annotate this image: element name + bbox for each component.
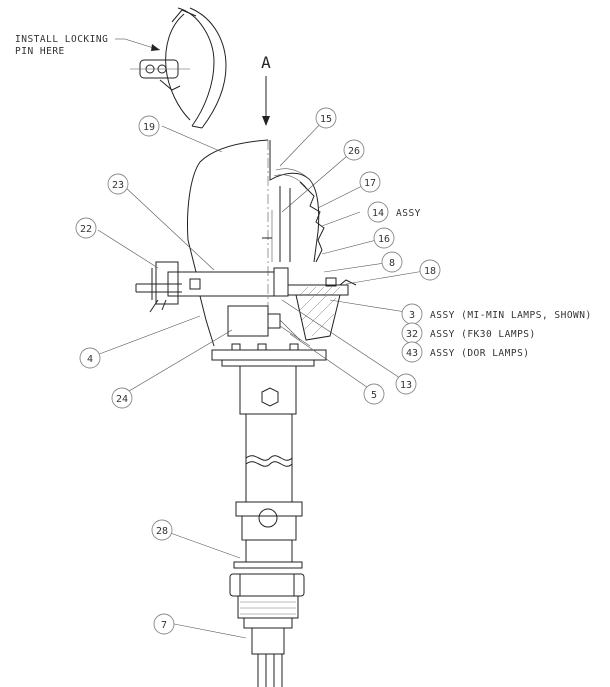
callout-labels: ASSY ASSY (MI-MIN LAMPS, SHOWN) ASSY (FK… <box>396 208 592 359</box>
svg-text:8: 8 <box>389 258 395 269</box>
svg-text:14: 14 <box>372 208 384 219</box>
svg-text:18: 18 <box>424 266 436 277</box>
callout-bubble-15: 15 <box>315 107 337 129</box>
svg-text:32: 32 <box>406 329 418 340</box>
svg-text:7: 7 <box>161 620 167 631</box>
callout-bubble-32: 32 <box>401 322 423 344</box>
callout-bubbles: 19 15 26 23 17 14 22 16 8 18 3 32 43 4 2… <box>75 107 441 635</box>
callout-bubble-16: 16 <box>373 227 395 249</box>
svg-text:16: 16 <box>378 234 390 245</box>
svg-text:43: 43 <box>406 348 418 359</box>
callout-bubble-43: 43 <box>401 341 423 363</box>
svg-text:17: 17 <box>364 178 376 189</box>
svg-text:4: 4 <box>87 354 93 365</box>
callout-bubble-17: 17 <box>359 171 381 193</box>
svg-text:5: 5 <box>371 390 377 401</box>
callout-bubble-19: 19 <box>138 115 160 137</box>
svg-text:13: 13 <box>400 380 412 391</box>
callout-label-14: ASSY <box>396 208 421 219</box>
svg-text:26: 26 <box>348 146 360 157</box>
svg-text:22: 22 <box>80 224 92 235</box>
callout-bubble-4: 4 <box>79 347 101 369</box>
view-marker-a: A <box>261 53 271 126</box>
callout-bubble-23: 23 <box>107 173 129 195</box>
callout-bubble-26: 26 <box>343 139 365 161</box>
install-note-line-2: PIN HERE <box>15 46 65 57</box>
callout-label-3: ASSY (MI-MIN LAMPS, SHOWN) <box>430 310 592 321</box>
svg-text:28: 28 <box>156 526 168 537</box>
callout-bubble-18: 18 <box>419 259 441 281</box>
svg-text:19: 19 <box>143 122 155 133</box>
svg-text:24: 24 <box>116 394 128 405</box>
install-note: INSTALL LOCKING PIN HERE <box>15 34 161 57</box>
callout-bubble-3: 3 <box>401 303 423 325</box>
callout-bubble-5: 5 <box>363 383 385 405</box>
callout-label-43: ASSY (DOR LAMPS) <box>430 348 530 359</box>
callout-bubble-22: 22 <box>75 217 97 239</box>
callout-bubble-8: 8 <box>381 251 403 273</box>
leader-lines <box>93 117 431 639</box>
lamp-assembly <box>135 139 357 687</box>
callout-bubble-24: 24 <box>111 387 133 409</box>
callout-bubble-28: 28 <box>151 519 173 541</box>
svg-text:3: 3 <box>409 310 415 321</box>
callout-bubble-14: 14 <box>367 201 389 223</box>
view-marker-label: A <box>261 53 271 72</box>
callout-bubble-7: 7 <box>153 613 175 635</box>
install-note-line-1: INSTALL LOCKING <box>15 34 108 45</box>
svg-text:23: 23 <box>112 180 124 191</box>
callout-bubble-13: 13 <box>395 373 417 395</box>
locking-pin-detail <box>130 7 227 129</box>
callout-label-32: ASSY (FK30 LAMPS) <box>430 329 536 340</box>
svg-text:15: 15 <box>320 114 332 125</box>
